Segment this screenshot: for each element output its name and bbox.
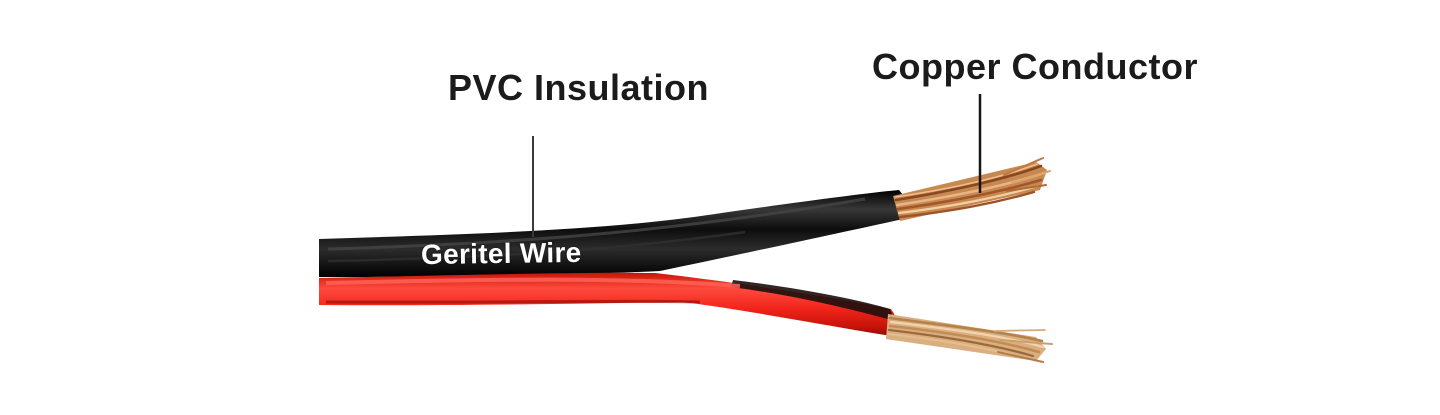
copper-conductor-label: Copper Conductor: [872, 46, 1198, 87]
copper-strands-top: [893, 157, 1051, 221]
red-wire-sheen: [325, 277, 741, 288]
red-wire-bottom-shade: [325, 299, 701, 304]
wire-brand-text: Geritel Wire: [420, 236, 582, 271]
red-wire-dark-stripe: [731, 280, 895, 321]
black-wire: [319, 190, 907, 277]
copper-strands-bottom: [886, 314, 1053, 363]
red-wire: [319, 272, 897, 336]
black-wire-sheen-2: [327, 230, 746, 263]
pvc-insulation-label: PVC Insulation: [448, 67, 710, 108]
black-wire-sheen: [327, 197, 866, 251]
